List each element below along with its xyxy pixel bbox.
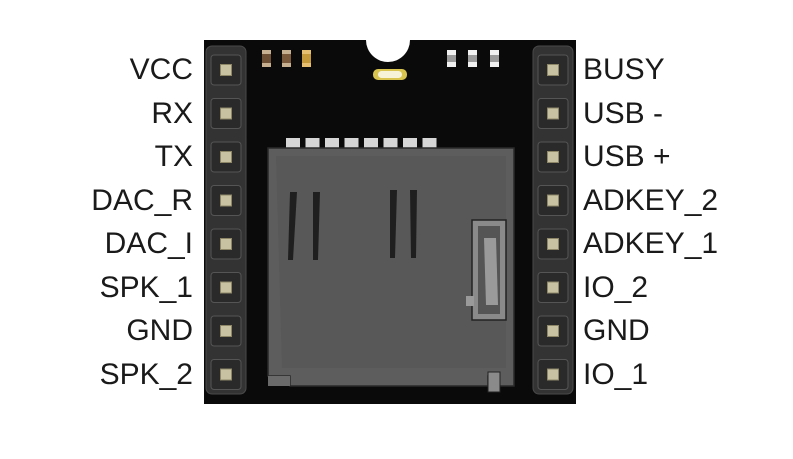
sd-contact-pad bbox=[286, 138, 300, 150]
right-pin-6 bbox=[547, 281, 559, 294]
right-pin-4 bbox=[547, 194, 559, 207]
left-pin-label: SPK_1 bbox=[99, 270, 193, 304]
left-pin-header bbox=[205, 45, 247, 395]
left-pin-label: DAC_R bbox=[91, 183, 193, 217]
left-pin-5 bbox=[220, 238, 232, 250]
sd-contact-pad bbox=[403, 138, 417, 150]
left-pin-1 bbox=[220, 64, 232, 76]
right-pin-5 bbox=[547, 238, 559, 250]
sd-contact-pad bbox=[383, 138, 398, 150]
left-pin-label: DAC_I bbox=[104, 227, 193, 260]
smd-resistors bbox=[262, 50, 311, 67]
right-pin-7 bbox=[547, 325, 559, 337]
right-pin-label: ADKEY_2 bbox=[583, 183, 719, 217]
right-pin-label: USB + bbox=[583, 140, 671, 173]
right-pin-8 bbox=[547, 368, 559, 381]
left-pin-3 bbox=[220, 151, 232, 163]
sd-contact-pad bbox=[364, 138, 378, 150]
right-pin-label: IO_1 bbox=[583, 357, 649, 391]
right-pin-3 bbox=[547, 151, 559, 163]
smd-capacitors bbox=[447, 50, 499, 67]
left-pin-label: SPK_2 bbox=[99, 357, 193, 391]
left-pin-2 bbox=[220, 107, 232, 120]
sd-contact-pad bbox=[422, 138, 437, 150]
left-pin-7 bbox=[220, 325, 232, 337]
sd-contact-pad bbox=[305, 138, 320, 150]
left-pin-label: RX bbox=[151, 96, 193, 130]
right-pin-label: BUSY bbox=[583, 53, 665, 86]
sd-contact-pad bbox=[325, 138, 339, 150]
left-pin-label: GND bbox=[126, 314, 193, 347]
sd-contact-pad bbox=[344, 138, 359, 150]
left-pin-label: TX bbox=[154, 140, 193, 173]
left-pin-6 bbox=[220, 281, 232, 294]
left-pin-4 bbox=[220, 194, 232, 207]
right-pin-label: GND bbox=[583, 314, 650, 347]
left-pin-8 bbox=[220, 368, 232, 381]
left-pin-label: VCC bbox=[129, 53, 193, 86]
right-pin-label: ADKEY_1 bbox=[583, 227, 719, 260]
right-pin-1 bbox=[547, 64, 559, 76]
micro-sd-slot bbox=[267, 138, 515, 393]
right-pin-header bbox=[532, 45, 574, 395]
right-pin-label: IO_2 bbox=[583, 270, 649, 304]
right-pin-label: USB - bbox=[583, 96, 664, 130]
status-led bbox=[373, 69, 407, 80]
right-pin-2 bbox=[547, 107, 559, 120]
